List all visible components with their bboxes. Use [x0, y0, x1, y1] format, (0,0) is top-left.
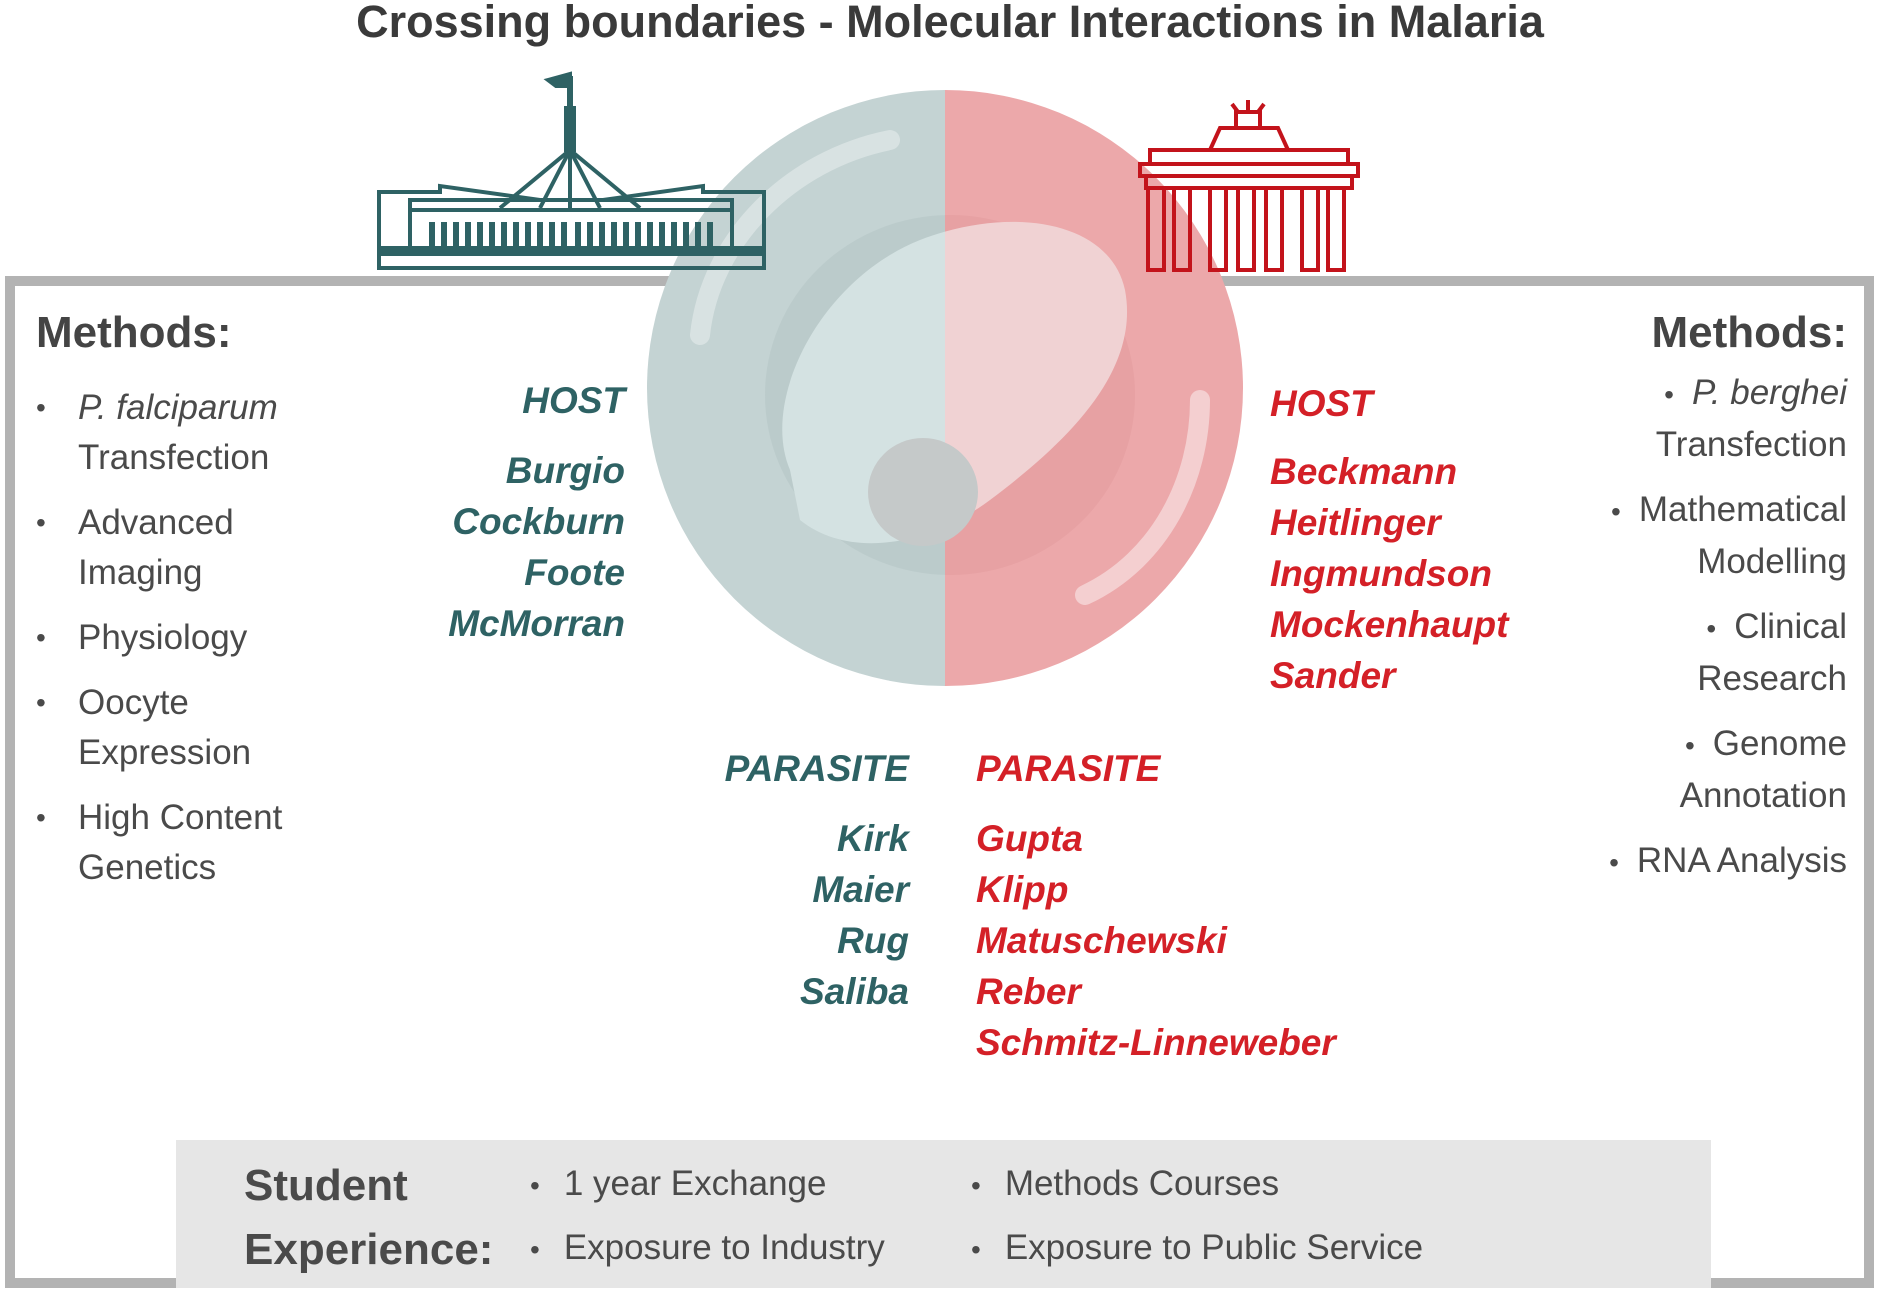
list-item: Kirk	[837, 818, 909, 859]
list-item: Matuschewski	[976, 920, 1227, 961]
brandenburg-gate-icon	[1138, 100, 1360, 272]
au-host-heading: HOST	[522, 380, 625, 421]
list-item: Schmitz-Linneweber	[976, 1022, 1336, 1063]
list-item: Foote	[524, 552, 625, 593]
list-item: •RNA Analysis	[1609, 841, 1847, 880]
left-methods-heading: Methods:	[36, 308, 232, 357]
parliament-house-canberra-icon	[377, 71, 766, 270]
list-item: Mockenhaupt	[1270, 604, 1509, 645]
de-parasite-heading: PARASITE	[976, 748, 1161, 789]
list-item: •Exposure to Public Service	[971, 1228, 1424, 1267]
list-item: Gupta	[976, 818, 1083, 859]
list-item: Rug	[837, 920, 909, 961]
list-item: Cockburn	[452, 501, 625, 542]
infected-red-blood-cell-icon	[647, 90, 1243, 686]
de-parasite-names: Gupta Klipp Matuschewski Reber Schmitz-L…	[976, 813, 1336, 1068]
au-host-names: Burgio Cockburn Foote McMorran	[448, 445, 625, 649]
list-item: Saliba	[800, 971, 909, 1012]
page-title: Crossing boundaries - Molecular Interact…	[356, 0, 1544, 47]
list-item: •1 year Exchange	[530, 1164, 827, 1203]
list-item: Beckmann	[1270, 451, 1458, 492]
list-item: •Methods Courses	[971, 1164, 1280, 1203]
au-parasite-names: Kirk Maier Rug Saliba	[800, 813, 909, 1017]
de-host-names: Beckmann Heitlinger Ingmundson Mockenhau…	[1270, 446, 1508, 701]
list-item: Sander	[1270, 655, 1396, 696]
list-item: Burgio	[505, 450, 625, 491]
right-methods-heading: Methods:	[1651, 308, 1847, 357]
list-item: Physiology	[36, 613, 282, 663]
de-host-heading: HOST	[1270, 383, 1373, 424]
list-item: Klipp	[976, 869, 1069, 910]
list-item: Reber	[976, 971, 1081, 1012]
list-item: McMorran	[448, 603, 625, 644]
au-parasite-heading: PARASITE	[724, 748, 909, 789]
list-item: •Exposure to Industry	[530, 1228, 885, 1267]
list-item: Ingmundson	[1270, 553, 1492, 594]
list-item: Heitlinger	[1270, 502, 1441, 543]
list-item: Maier	[812, 869, 909, 910]
